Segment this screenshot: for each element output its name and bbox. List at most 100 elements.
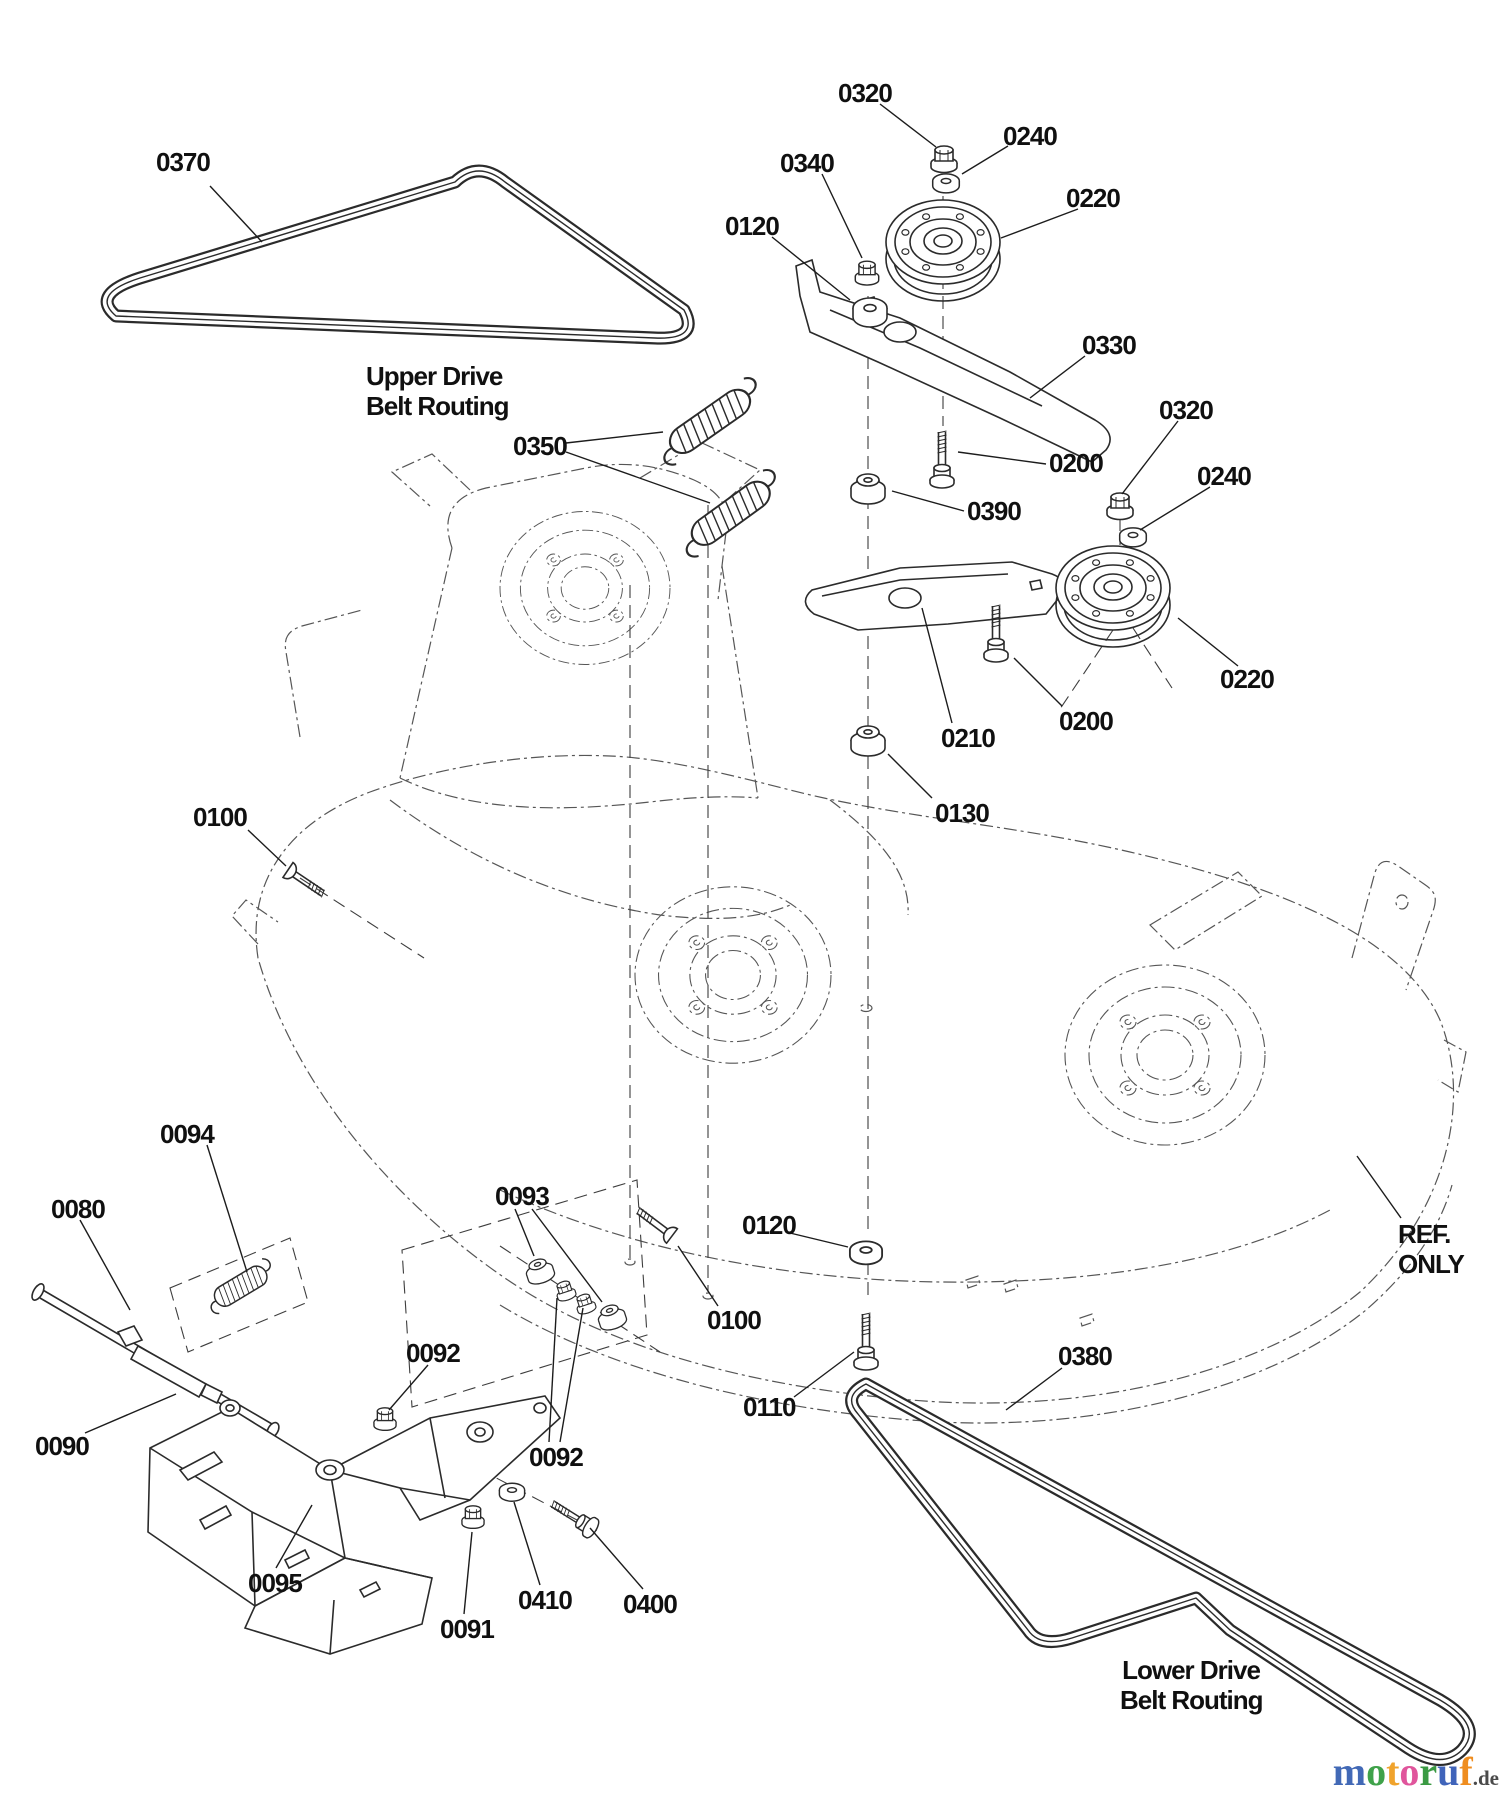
logo-letter: o	[1366, 1749, 1387, 1794]
part-label-0320: 0320	[838, 78, 893, 108]
part-label-0090: 0090	[35, 1431, 90, 1461]
part-label-0240: 0240	[1197, 461, 1252, 491]
part-label-0120: 0120	[742, 1210, 797, 1240]
logo-letter: r	[1419, 1749, 1438, 1794]
bolt-0400	[545, 1493, 603, 1541]
part-label-0370: 0370	[156, 147, 211, 177]
leader-lines-layer	[79, 103, 1402, 1615]
leader-line	[1121, 420, 1179, 495]
leader-line	[513, 1501, 541, 1586]
leader-line	[514, 1208, 535, 1257]
leader-line	[388, 1364, 429, 1411]
leader-line	[1000, 208, 1079, 239]
logo-letter: u	[1437, 1749, 1460, 1794]
washer-0240-upper	[931, 173, 961, 194]
nut-0320-upper	[930, 145, 958, 174]
deck-hanger-bracket	[147, 1395, 562, 1655]
nut-0091	[461, 1505, 485, 1530]
idler-arm-lower	[804, 561, 1065, 631]
leader-line	[565, 451, 711, 504]
part-label-0200: 0200	[1049, 448, 1104, 478]
leader-line	[1177, 617, 1239, 667]
part-label-0210: 0210	[941, 723, 996, 753]
leader-line	[548, 1297, 558, 1443]
part-label-0091: 0091	[440, 1614, 495, 1644]
leader-line	[821, 173, 863, 259]
leader-line	[1005, 1367, 1063, 1411]
leader-line	[677, 1245, 719, 1307]
leader-line	[1356, 1155, 1402, 1219]
bushing-0390	[850, 473, 886, 505]
part-label-0095: 0095	[248, 1568, 303, 1598]
bolt-0200-upper	[929, 430, 955, 489]
part-label-0093: 0093	[495, 1181, 550, 1211]
part-label-0330: 0330	[1082, 330, 1137, 360]
leader-line	[887, 753, 933, 799]
part-label-0220: 0220	[1066, 183, 1121, 213]
leader-line	[921, 607, 953, 724]
idler-spring-2	[673, 465, 789, 562]
part-label-0130: 0130	[935, 798, 990, 828]
nut-0092-b	[572, 1291, 598, 1317]
logo-letter: t	[1386, 1749, 1400, 1794]
lift-rod	[31, 1283, 280, 1439]
part-label-0380: 0380	[1058, 1341, 1113, 1371]
motoruf-logo[interactable]: motoruf.de	[1333, 1752, 1499, 1792]
part-label-0100: 0100	[193, 802, 248, 832]
leader-line	[789, 1232, 849, 1248]
nut-0320-lower	[1106, 492, 1134, 521]
idler-spring-1	[651, 373, 769, 470]
idler-pulley-lower	[1055, 545, 1171, 648]
lower-drive-belt	[845, 1377, 1476, 1766]
leader-line	[565, 431, 664, 444]
leader-line	[531, 1208, 603, 1303]
leader-line	[84, 1393, 177, 1434]
leader-line	[589, 1527, 644, 1590]
part-label-0092: 0092	[406, 1338, 461, 1368]
washer-0120-lower	[848, 1240, 884, 1266]
part-label-0220: 0220	[1220, 664, 1275, 694]
logo-letter: o	[1399, 1749, 1420, 1794]
motoruf-logo-word: motoruf	[1333, 1749, 1473, 1794]
part-label-0120: 0120	[725, 211, 780, 241]
motoruf-logo-tld: .de	[1472, 1766, 1499, 1790]
part-label-0410: 0410	[518, 1585, 573, 1615]
leader-line	[275, 1504, 313, 1569]
part-label-0094: 0094	[160, 1119, 215, 1149]
part-label-0100: 0100	[707, 1305, 762, 1335]
part-label-0350: 0350	[513, 431, 568, 461]
nut-0340	[854, 260, 880, 286]
part-label-0400: 0400	[623, 1589, 678, 1619]
leader-line	[957, 451, 1047, 465]
ref-only-note: REF.ONLY	[1398, 1219, 1465, 1279]
leader-line	[79, 1219, 131, 1311]
washer-0410	[498, 1482, 526, 1502]
leader-line	[793, 1351, 855, 1398]
leader-line	[463, 1531, 473, 1615]
bushing-0093-a	[522, 1254, 558, 1288]
lift-spring	[201, 1255, 280, 1317]
leader-line	[891, 490, 965, 512]
part-label-0390: 0390	[967, 496, 1022, 526]
logo-letter: m	[1332, 1749, 1367, 1794]
leader-line	[961, 145, 1009, 175]
leader-line	[1013, 657, 1063, 707]
part-label-0080: 0080	[51, 1194, 106, 1224]
part-label-0240: 0240	[1003, 121, 1058, 151]
leader-line	[1029, 355, 1086, 399]
leader-line	[771, 236, 851, 301]
part-label-0200: 0200	[1059, 706, 1114, 736]
leader-line	[247, 829, 287, 867]
leader-line	[1139, 486, 1211, 531]
bolt-0100-lower	[631, 1202, 679, 1244]
washer-0240-lower	[1118, 527, 1148, 548]
part-label-0110: 0110	[743, 1392, 796, 1422]
part-label-0340: 0340	[780, 148, 835, 178]
spacer-0120-upper	[852, 297, 888, 328]
part-label-0320: 0320	[1159, 395, 1214, 425]
leader-line	[559, 1307, 584, 1443]
